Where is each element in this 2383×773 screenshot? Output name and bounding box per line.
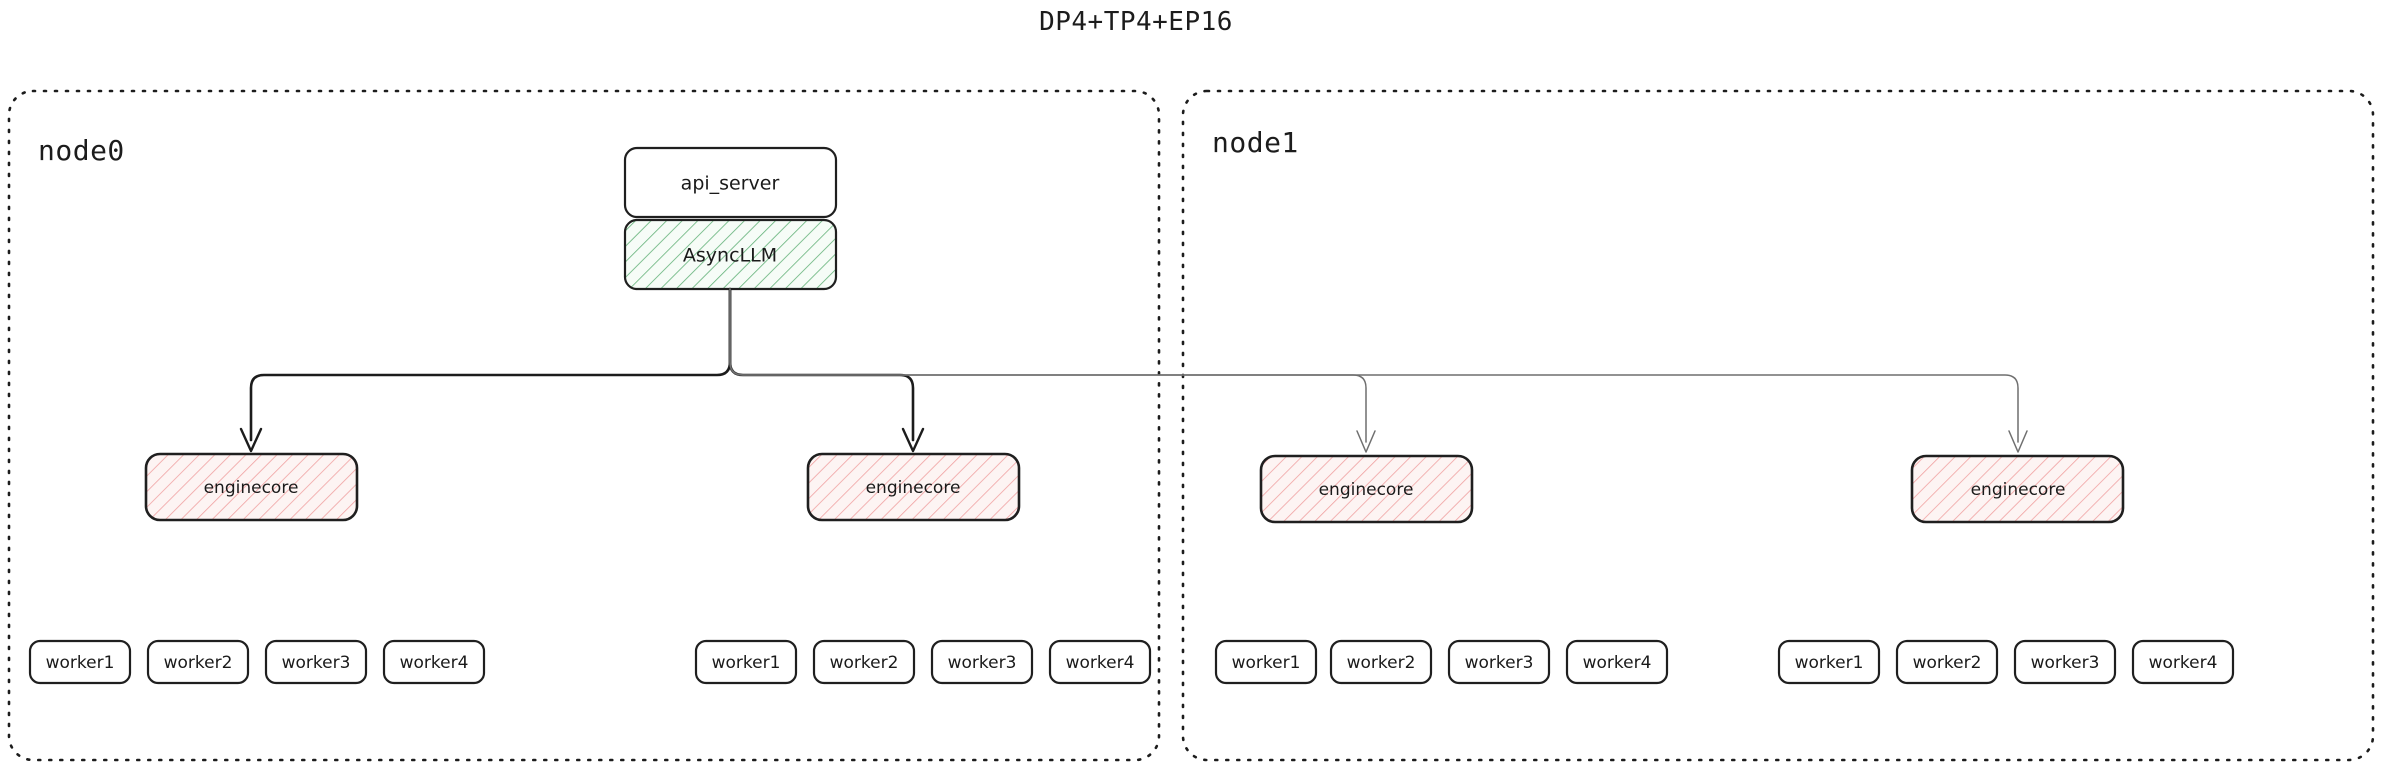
worker-label: worker3 <box>948 653 1017 673</box>
worker-box[interactable] <box>2013 639 2117 685</box>
worker-label: worker1 <box>1232 653 1301 673</box>
worker-box[interactable] <box>1214 639 1318 685</box>
arrowhead-node1-engine1 <box>2008 430 2028 453</box>
node1-enginecore-1[interactable] <box>1910 454 2125 524</box>
worker-label: worker1 <box>46 653 115 673</box>
worker-box[interactable] <box>694 639 798 685</box>
edge-asyncllm-to-node1-engine1 <box>729 288 2019 443</box>
node1-container <box>1181 89 2375 762</box>
node1-label: node1 <box>1212 126 1299 159</box>
node0-worker-group-0: worker1 worker2 worker3 worker4 <box>28 639 486 685</box>
worker-label: worker2 <box>1913 653 1982 673</box>
async-llm-label: AsyncLLM <box>683 245 777 267</box>
worker-box[interactable] <box>264 639 368 685</box>
node0-enginecore-1-label: enginecore <box>866 478 961 498</box>
worker-box[interactable] <box>2131 639 2235 685</box>
worker-box[interactable] <box>930 639 1034 685</box>
worker-box[interactable] <box>1895 639 1999 685</box>
worker-box[interactable] <box>28 639 132 685</box>
worker-label: worker3 <box>2031 653 2100 673</box>
worker-box[interactable] <box>1447 639 1551 685</box>
worker-box[interactable] <box>1048 639 1152 685</box>
arrowhead-node1-engine0 <box>1356 430 1376 453</box>
worker-label: worker2 <box>1347 653 1416 673</box>
node1-enginecore-1-label: enginecore <box>1971 480 2066 500</box>
worker-box[interactable] <box>1329 639 1433 685</box>
worker-box[interactable] <box>1565 639 1669 685</box>
node0-enginecore-0-label: enginecore <box>204 478 299 498</box>
page-title: DP4+TP4+EP16 <box>1039 7 1233 37</box>
edge-asyncllm-to-node0-engine0 <box>249 287 732 442</box>
worker-label: worker1 <box>712 653 781 673</box>
node1-worker-group-0: worker1 worker2 worker3 worker4 <box>1214 639 1669 685</box>
worker-box[interactable] <box>1777 639 1881 685</box>
node0-label: node0 <box>38 134 125 167</box>
edge-asyncllm-to-node1-engine0 <box>729 288 1367 443</box>
worker-label: worker4 <box>2149 653 2218 673</box>
node0-worker-group-1: worker1 worker2 worker3 worker4 <box>694 639 1152 685</box>
worker-label: worker4 <box>1583 653 1652 673</box>
worker-box[interactable] <box>146 639 250 685</box>
worker-label: worker2 <box>164 653 233 673</box>
api-server-box[interactable] <box>623 146 838 219</box>
node0-enginecore-0[interactable] <box>144 452 359 522</box>
worker-label: worker3 <box>282 653 351 673</box>
arrowhead-node0-engine1 <box>901 427 925 453</box>
worker-label: worker4 <box>400 653 469 673</box>
node0-container <box>7 89 1161 762</box>
worker-box[interactable] <box>382 639 486 685</box>
worker-label: worker2 <box>830 653 899 673</box>
worker-label: worker4 <box>1066 653 1135 673</box>
api-server-label: api_server <box>681 173 780 195</box>
node0-enginecore-1[interactable] <box>806 452 1021 522</box>
edge-asyncllm-to-node0-engine1 <box>728 287 915 442</box>
worker-label: worker3 <box>1465 653 1534 673</box>
node1-worker-group-1: worker1 worker2 worker3 worker4 <box>1777 639 2235 685</box>
node1-enginecore-0[interactable] <box>1259 454 1474 524</box>
node1-enginecore-0-label: enginecore <box>1319 480 1414 500</box>
worker-box[interactable] <box>812 639 916 685</box>
worker-label: worker1 <box>1795 653 1864 673</box>
arrowhead-node0-engine0 <box>239 427 263 453</box>
